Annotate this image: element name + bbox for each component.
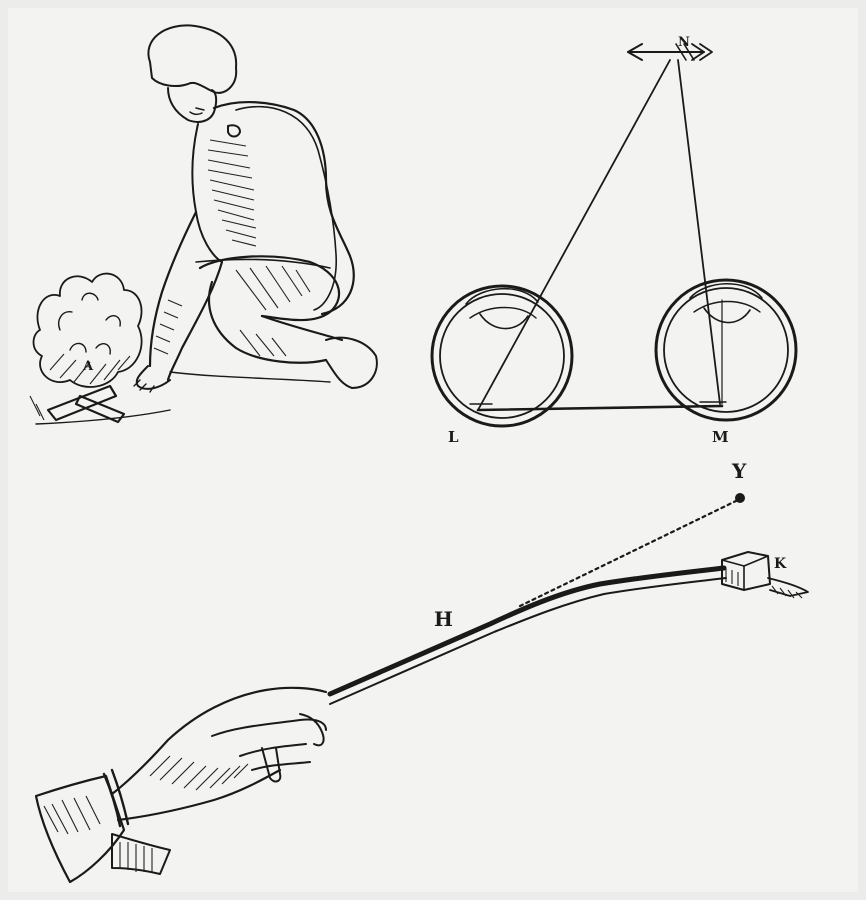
right-eyeball — [656, 280, 796, 420]
fire-label: A — [82, 359, 94, 374]
right-eye-label: M — [712, 428, 729, 446]
fire — [30, 274, 170, 424]
object-box-label: K — [774, 556, 787, 572]
left-eye-label: L — [448, 428, 459, 446]
left-eyeball — [432, 286, 572, 426]
eye-diagram — [432, 44, 796, 426]
hand-and-rod — [36, 493, 808, 882]
ray-to-right-eye — [678, 60, 720, 404]
nerve-point-label: H — [434, 607, 453, 631]
light-point — [735, 493, 745, 503]
object-point-label: N — [678, 35, 690, 50]
ray-to-left-eye — [478, 60, 670, 410]
light-point-label: Y — [731, 459, 747, 483]
kneeling-figure — [134, 25, 377, 392]
